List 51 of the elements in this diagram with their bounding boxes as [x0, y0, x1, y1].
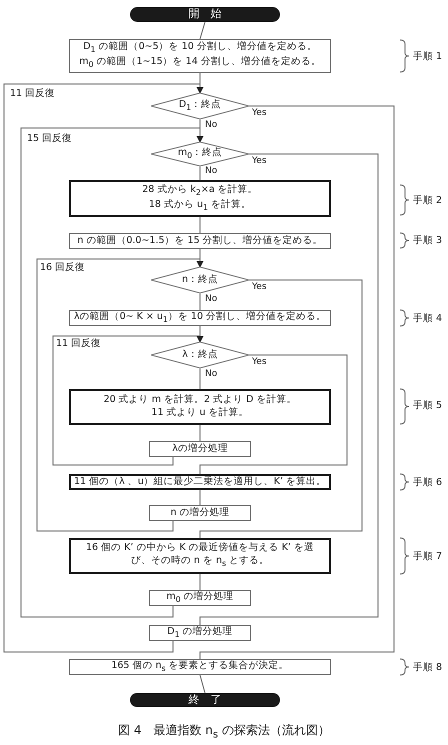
process-box: [149, 505, 251, 521]
step-label: 手順 2: [413, 194, 442, 207]
connector-arrow: [4, 84, 204, 652]
process-box: [69, 39, 331, 73]
step-text: λの増分処理: [172, 442, 228, 456]
step-text: 11 個の（λ 、u）組に最少二乗法を適用し、K’ を算出。: [74, 476, 326, 488]
step-label: 手順 6: [413, 476, 442, 489]
loop-count-label: 16 回反復: [40, 261, 86, 274]
process-box: [69, 474, 331, 490]
process-box: [69, 659, 331, 675]
step-text: λの範囲（0~ K × u$_{1}$）を 10 分割し、増分値を定める。: [74, 310, 326, 326]
step-label: 手順 8: [413, 661, 442, 674]
step-label: 手順 3: [413, 234, 442, 247]
process-box: [149, 590, 251, 606]
step-text: n の増分処理: [170, 506, 230, 520]
decision-label: D$_{1}$：終点: [178, 98, 222, 114]
loop-count-label: 11 回反復: [56, 337, 102, 350]
connector-arrow: [52, 336, 204, 466]
process-box: [69, 389, 331, 425]
decision-label: λ：終点: [182, 348, 218, 362]
step-label: 手順 5: [413, 399, 442, 412]
step-text: 11 式より u を計算。: [151, 407, 249, 420]
connector-arrow: [20, 128, 204, 618]
terminal-label: 開 始: [188, 7, 222, 22]
terminal-shape: [130, 693, 280, 707]
step-label: 手順 1: [413, 50, 442, 63]
decision-label: n：終点: [182, 274, 218, 286]
step-label: 手順 7: [413, 550, 442, 563]
process-box: [149, 441, 251, 457]
step-text: n の範囲（0.0~1.5）を 15 分割し、増分値を定める。: [77, 234, 323, 248]
step-text: m$_{0}$ の範囲（1~15）を 14 分割し、増分値を定める。: [79, 56, 321, 71]
step-text: D$_{1}$ の増分処理: [167, 626, 233, 640]
step-text: 18 式から u$_{1}$ を計算。: [148, 198, 252, 214]
process-box: [69, 233, 331, 249]
terminal-shape: [130, 7, 280, 22]
process-box: [69, 538, 331, 574]
step-text: 16 個の K’ の中から K の最近傍値を与える K’ を選び、その時の n を n$_{s}$ とする。: [85, 542, 315, 570]
process-box: [69, 180, 331, 217]
step-text: D$_{1}$ の範囲（0~5）を 10 分割し、増分値を定める。: [83, 41, 317, 56]
terminal-label: 終 了: [188, 692, 222, 708]
connector-arrow: [36, 258, 204, 532]
process-box: [149, 625, 251, 641]
loop-count-label: 11 回反復: [10, 87, 56, 100]
step-text: 165 個の n$_{s}$ を要素とする集合が決定。: [111, 660, 289, 674]
step-text: m$_{0}$ の増分処理: [166, 590, 234, 606]
step-text: 28 式から k$_{2}$×a を計算。: [142, 184, 258, 198]
loop-count-label: 15 回反復: [27, 132, 72, 145]
step-label: 手順 4: [413, 312, 442, 325]
decision-label: m$_{0}$：終点: [178, 146, 222, 162]
figure-caption: 図 4 最適指数 n$_{s}$ の探索法（流れ図）: [117, 722, 331, 740]
step-text: 20 式より m を計算。2 式より D を計算。: [104, 394, 296, 407]
